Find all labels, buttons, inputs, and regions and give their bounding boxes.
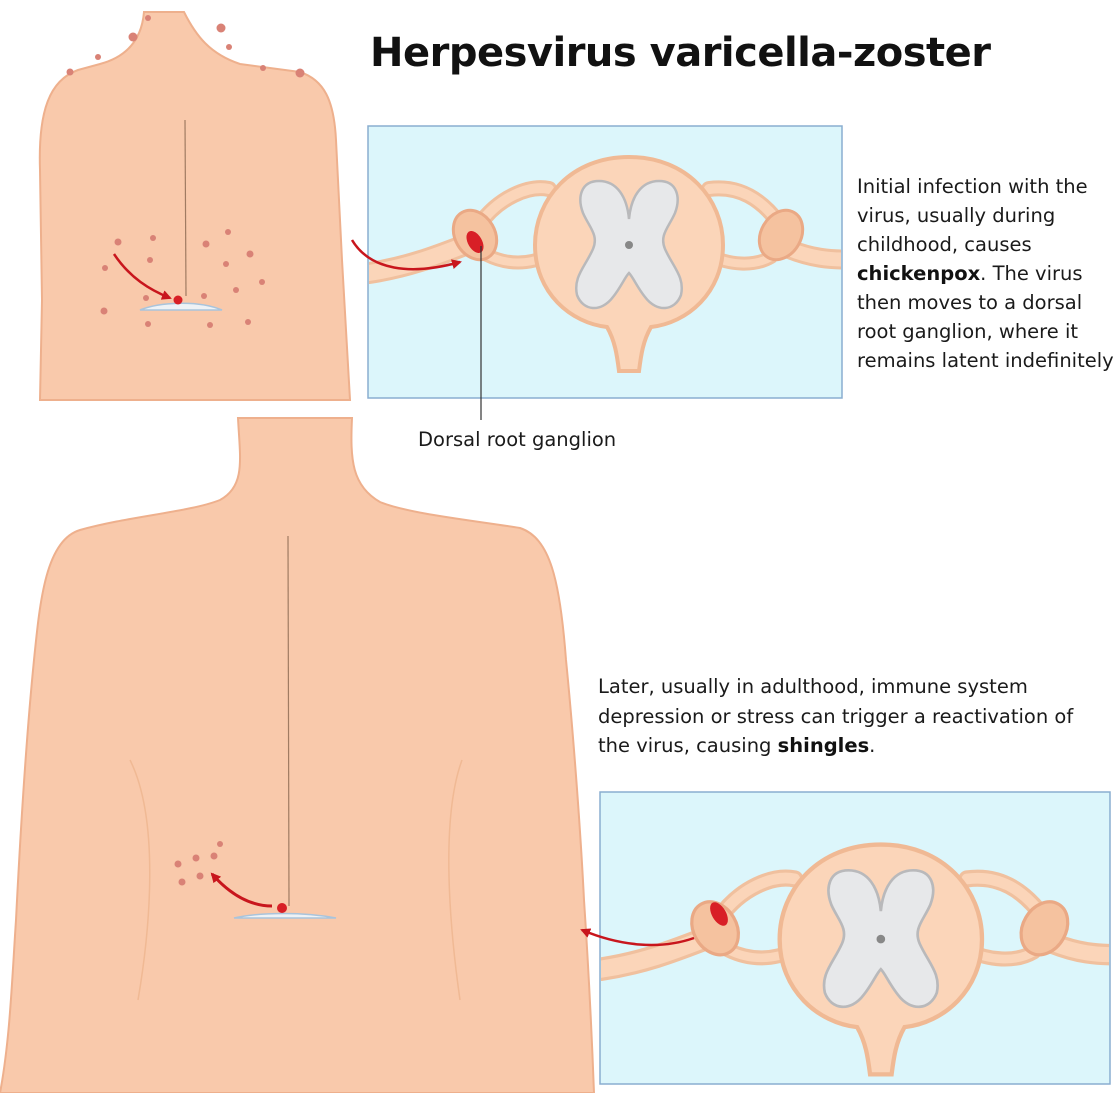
- caption-later-bold: shingles: [778, 734, 870, 757]
- dorsal-root-ganglion-label: Dorsal root ganglion: [418, 428, 616, 451]
- spinal-cord-panel-bottom: [600, 792, 1115, 1084]
- caption-reactivation: Later, usually in adulthood, immune syst…: [598, 672, 1098, 761]
- caption-initial-infection: Initial infection with the virus, usuall…: [857, 172, 1115, 375]
- upper-back-figure: [40, 12, 350, 400]
- caption-initial-bold: chickenpox: [857, 262, 980, 285]
- diagram-title: Herpesvirus varicella-zoster: [370, 30, 1090, 76]
- lower-back-figure: [0, 418, 594, 1093]
- caption-later-text-end: .: [869, 734, 875, 757]
- caption-initial-text: Initial infection with the virus, usuall…: [857, 175, 1088, 256]
- spinal-cord-panel-top: [368, 126, 859, 420]
